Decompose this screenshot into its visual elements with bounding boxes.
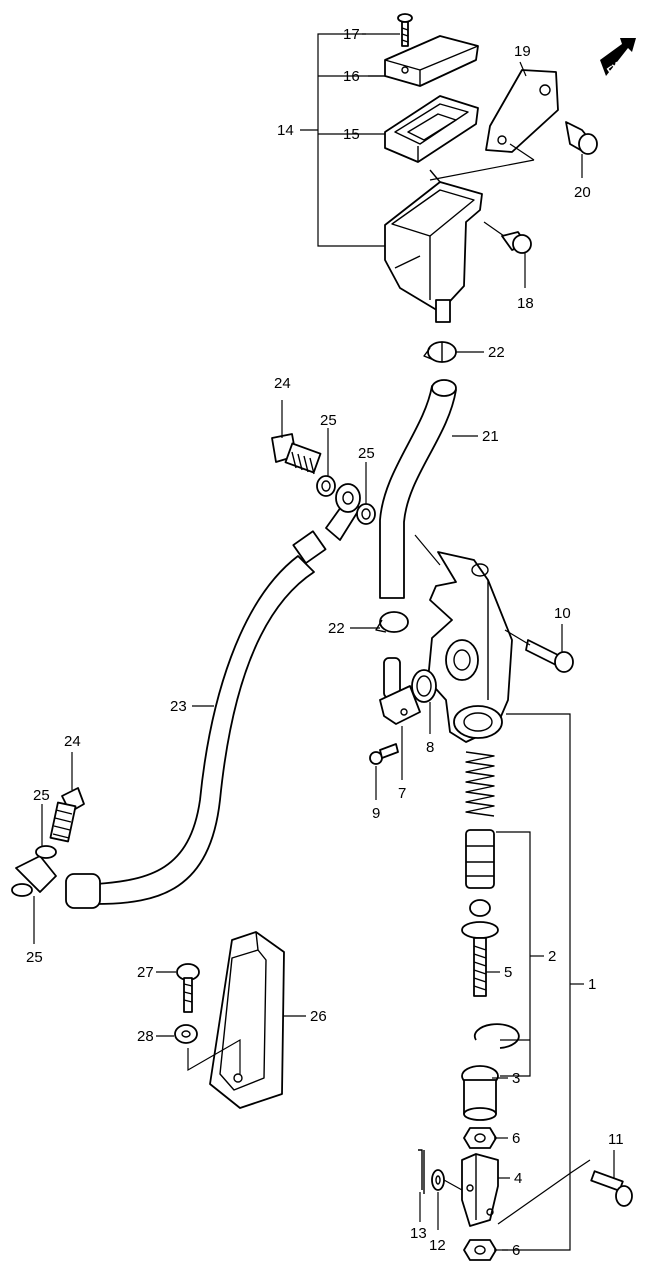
diaphragm-plate-part (384, 95, 479, 163)
screw-27-part (176, 963, 200, 1013)
banjo-bolt-bottom-part (49, 787, 85, 843)
callout-22-mid: 22 (328, 620, 345, 637)
callout-1: 1 (588, 976, 596, 993)
callout-5: 5 (504, 964, 512, 981)
callout-27: 27 (137, 964, 154, 981)
inlet-fitting-part (379, 657, 421, 725)
callout-26: 26 (310, 1008, 327, 1025)
callout-25-c: 25 (33, 787, 50, 804)
piston-cup-part (465, 829, 495, 889)
mounting-bracket-part (485, 69, 559, 153)
washer-25d-part (11, 883, 33, 897)
callout-12: 12 (429, 1237, 446, 1254)
callout-6-lower: 6 (512, 1242, 520, 1259)
washer-25a-part (316, 475, 336, 497)
callout-3: 3 (512, 1070, 520, 1087)
washer-25b-part (356, 503, 376, 525)
callout-28: 28 (137, 1028, 154, 1045)
bolt-10-part (525, 639, 574, 673)
callout-15: 15 (343, 126, 360, 143)
callout-4: 4 (514, 1170, 522, 1187)
callout-10: 10 (554, 605, 571, 622)
callout-25-d: 25 (26, 949, 43, 966)
circlip-part (473, 1023, 520, 1049)
callout-24-top: 24 (274, 375, 291, 392)
clevis-pin-part (590, 1170, 633, 1207)
nut-6-lower-part (463, 1239, 497, 1261)
washer-12-part (431, 1169, 445, 1191)
reservoir-hose-part (379, 379, 457, 599)
callout-19: 19 (514, 43, 531, 60)
callout-20: 20 (574, 184, 591, 201)
callout-14: 14 (277, 122, 294, 139)
nut-6-upper-part (463, 1127, 497, 1149)
bracket-14-line (317, 33, 385, 247)
fwd-arrow-icon: FWD (600, 38, 636, 78)
clevis-part (461, 1153, 499, 1227)
o-ring-part (411, 669, 437, 703)
bolt-18-part (501, 231, 532, 254)
cotter-pin-part (418, 1149, 425, 1194)
master-cylinder-body-part (427, 551, 513, 743)
callout-23: 23 (170, 698, 187, 715)
callout-13: 13 (410, 1225, 427, 1242)
leader-lines (33, 33, 615, 1251)
push-rod-part (461, 899, 499, 997)
hose-clamp-mid-part (375, 611, 409, 633)
screw-9-part (369, 743, 399, 765)
spring-part (465, 751, 495, 817)
hose-clamp-top-part (423, 341, 457, 363)
callout-8: 8 (426, 739, 434, 756)
callout-25-b: 25 (358, 445, 375, 462)
boot-part (461, 1065, 499, 1121)
callout-21: 21 (482, 428, 499, 445)
bolt-20-part (565, 121, 598, 155)
callout-18: 18 (517, 295, 534, 312)
reservoir-cap-part (384, 35, 479, 87)
callout-17: 17 (343, 26, 360, 43)
callout-2: 2 (548, 948, 556, 965)
callout-9: 9 (372, 805, 380, 822)
brake-hose-part (15, 499, 361, 909)
heel-guard-part (209, 931, 285, 1109)
callout-7: 7 (398, 785, 406, 802)
callout-11: 11 (608, 1131, 624, 1148)
washer-25c-part (35, 845, 57, 859)
reservoir-body-part (384, 169, 483, 323)
banjo-fitting-part (335, 483, 361, 513)
callout-24-bottom: 24 (64, 733, 81, 750)
callout-6-upper: 6 (512, 1130, 520, 1147)
banjo-bolt-top-part (271, 433, 322, 475)
screw-17-part (397, 13, 413, 47)
callout-16: 16 (343, 68, 360, 85)
callout-25-a: 25 (320, 412, 337, 429)
washer-28-part (174, 1024, 198, 1044)
callout-22-top: 22 (488, 344, 505, 361)
callout-labels: 17 16 15 14 19 20 18 22 21 24 25 25 22 1… (26, 26, 624, 1259)
